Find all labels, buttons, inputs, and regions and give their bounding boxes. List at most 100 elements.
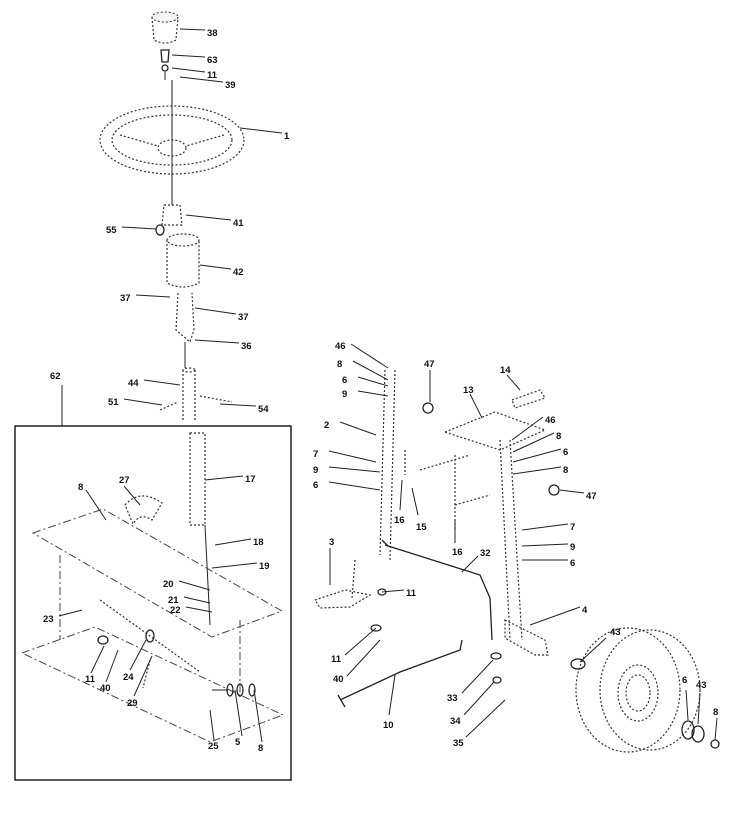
steering-shaft-upper-part — [175, 292, 195, 368]
callout-label: 8 — [563, 465, 568, 476]
leader-line — [328, 450, 377, 463]
callout-label: 63 — [207, 55, 218, 66]
callout-label: 2 — [324, 420, 329, 431]
callout-label: 7 — [570, 522, 575, 533]
leader-line — [714, 717, 718, 741]
leader-line — [350, 343, 389, 369]
leader-line — [346, 639, 381, 677]
callout-label: 6 — [563, 447, 568, 458]
callout-label: 35 — [453, 738, 464, 749]
leader-line — [506, 374, 521, 391]
callout-label: 15 — [416, 522, 427, 533]
steering-housing-part — [166, 233, 200, 288]
leader-line — [559, 489, 585, 494]
leader-line — [521, 543, 569, 547]
callout-label: 43 — [610, 627, 621, 638]
leader-line — [123, 485, 141, 506]
leader-line — [58, 609, 83, 617]
callout-label: 6 — [313, 480, 318, 491]
leader-line — [239, 127, 283, 134]
washers-part — [212, 683, 256, 697]
coupler-pins-part — [159, 395, 233, 411]
wheel-washers-part — [570, 658, 720, 749]
leader-line — [579, 637, 607, 663]
leader-line — [185, 606, 213, 613]
callout-label: 33 — [447, 693, 458, 704]
callout-label: 1 — [284, 131, 290, 142]
leader-line — [179, 76, 224, 83]
callout-label: 36 — [241, 341, 252, 352]
right-spindle-part — [499, 439, 549, 656]
leader-line — [194, 307, 237, 315]
callout-label: 44 — [128, 378, 139, 389]
leader-line — [129, 639, 147, 671]
callout-label: 11 — [406, 588, 417, 599]
leader-line — [204, 475, 244, 481]
callout-label: 11 — [331, 654, 342, 665]
callout-label: 42 — [233, 267, 244, 278]
leader-line — [512, 448, 562, 463]
callout-label: 40 — [333, 674, 344, 685]
callout-label: 9 — [570, 542, 575, 553]
steering-wheel-part — [99, 80, 245, 205]
callout-label: 32 — [480, 548, 491, 559]
leader-line — [185, 214, 232, 221]
callout-label: 43 — [696, 680, 707, 691]
steering-bracket-plate — [20, 508, 285, 743]
callout-label: 21 — [168, 595, 179, 606]
leader-line — [344, 627, 377, 656]
leader-lines — [58, 28, 718, 743]
steering-cap-part — [151, 11, 179, 44]
leader-line — [463, 681, 495, 716]
callout-label: 34 — [450, 716, 461, 727]
spindle-bolt-part — [511, 389, 546, 409]
callout-label: 4 — [582, 605, 588, 616]
leader-line — [194, 339, 240, 344]
callout-label: 7 — [313, 449, 318, 460]
callout-label: 46 — [545, 415, 556, 426]
leader-line — [143, 379, 181, 386]
callout-label: 40 — [100, 683, 111, 694]
leader-line — [512, 432, 555, 453]
leader-line — [328, 481, 381, 491]
leader-line — [697, 692, 701, 725]
callout-label: 27 — [119, 475, 130, 486]
callout-label: 11 — [85, 674, 96, 685]
leader-line — [105, 649, 119, 683]
leader-line — [461, 555, 479, 573]
callout-label: 41 — [233, 218, 244, 229]
callout-label: 8 — [713, 707, 718, 718]
sector-gear-part — [124, 495, 163, 526]
leader-line — [179, 28, 206, 31]
leader-line — [199, 264, 232, 270]
leader-line — [171, 67, 206, 73]
callout-label: 62 — [50, 371, 61, 382]
callout-label: 54 — [258, 404, 269, 415]
callout-label: 8 — [78, 482, 83, 493]
callout-label: 37 — [238, 312, 249, 323]
drag-link-part — [381, 539, 493, 641]
callout-label: 37 — [120, 293, 131, 304]
callout-label: 22 — [170, 605, 181, 616]
leader-line — [121, 226, 157, 230]
callout-label: 39 — [225, 80, 236, 91]
leader-line — [469, 393, 483, 419]
lube-fitting-right — [548, 484, 560, 496]
callout-label: 38 — [207, 28, 218, 39]
leader-line — [178, 580, 211, 591]
callout-label: 8 — [556, 431, 561, 442]
callout-label: 5 — [235, 737, 241, 748]
callout-label: 51 — [108, 397, 119, 408]
callout-label: 29 — [127, 698, 138, 709]
leader-line — [511, 416, 544, 441]
leader-line — [123, 398, 163, 406]
callout-label: 23 — [43, 614, 54, 625]
bushing-part — [155, 224, 165, 236]
callout-label: 14 — [500, 365, 511, 376]
shaft-coupler-part — [182, 367, 196, 420]
leader-line — [465, 699, 506, 738]
callout-label: 19 — [259, 561, 270, 572]
callout-label: 6 — [342, 375, 347, 386]
callout-label: 8 — [337, 359, 342, 370]
